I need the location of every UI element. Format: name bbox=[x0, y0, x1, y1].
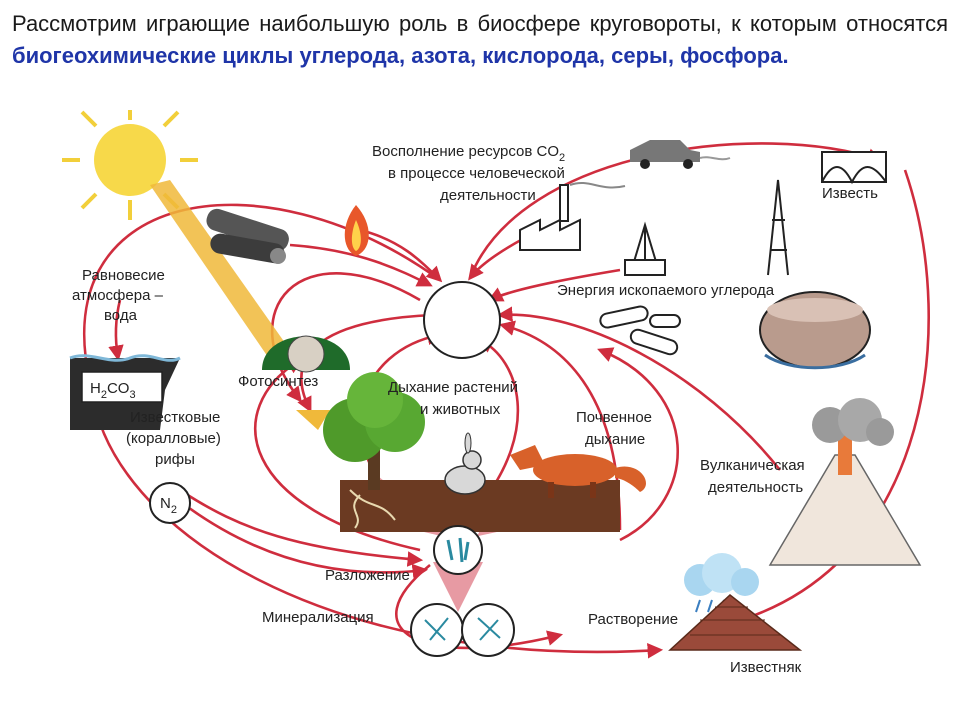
label-replenish-line3: деятельности bbox=[440, 187, 536, 204]
arrow-equilibrium bbox=[108, 299, 124, 362]
forest-mound-icon bbox=[262, 335, 350, 430]
label-equilibrium-line3: вода bbox=[104, 307, 138, 324]
logs-icon bbox=[206, 208, 289, 264]
tree-icon bbox=[323, 372, 425, 490]
arrow-reef bbox=[179, 488, 424, 567]
label-limestone: Известняк bbox=[730, 659, 802, 676]
arrow-outer-right bbox=[696, 169, 930, 636]
label-equilibrium-line2: атмосфера – bbox=[72, 287, 164, 304]
label-equilibrium-line1: Равновесие bbox=[82, 267, 165, 284]
label-respiration-line1: Дыхание растений bbox=[388, 379, 518, 396]
rain-cloud-icon bbox=[684, 553, 759, 613]
label-fossil-energy: Энергия ископаемого углерода bbox=[557, 282, 775, 299]
coal-deposit-icon bbox=[759, 291, 871, 370]
oil-derrick-icon bbox=[767, 179, 789, 276]
label-decomposition: Разложение bbox=[325, 567, 410, 584]
car-icon bbox=[630, 140, 731, 169]
arrow-fossil bbox=[487, 268, 621, 302]
arrow-fire bbox=[359, 228, 443, 283]
intro-text: Рассмотрим играющие наибольшую роль в би… bbox=[12, 8, 948, 72]
arrow-n2 bbox=[184, 503, 429, 580]
mine-tower-icon bbox=[624, 221, 666, 276]
ocean-water-icon bbox=[69, 354, 181, 430]
label-nitrogen: N2 bbox=[160, 495, 177, 516]
intro-plain: Рассмотрим играющие наибольшую роль в би… bbox=[12, 11, 948, 36]
label-photosynthesis: Фотосинтез bbox=[238, 373, 318, 390]
arrow-soil-ring2 bbox=[477, 338, 520, 506]
label-replenish-line1: Восполнение ресурсов CO2 bbox=[372, 143, 565, 164]
label-soil-respiration-line1: Почвенное bbox=[576, 409, 652, 426]
nitrogen-circle bbox=[149, 482, 191, 524]
label-mineralization: Минерализация bbox=[262, 609, 374, 626]
label-dissolution: Растворение bbox=[588, 611, 678, 628]
arrow-logs bbox=[289, 243, 433, 287]
sun-icon bbox=[62, 110, 290, 360]
limestone-icon bbox=[668, 594, 803, 651]
label-replenish-line2: в процессе человеческой bbox=[388, 165, 565, 182]
lime-kiln-icon bbox=[821, 151, 887, 185]
fire-icon bbox=[344, 205, 369, 256]
label-reefs-line3: рифы bbox=[155, 451, 195, 468]
arrow-volcano-in bbox=[496, 306, 782, 471]
decomposers-circle bbox=[433, 525, 483, 575]
atmosphere-co2-pool bbox=[423, 281, 501, 359]
rabbit-icon bbox=[444, 432, 486, 495]
factory-icon bbox=[519, 181, 626, 251]
arrow-outer-top bbox=[468, 142, 883, 279]
label-reefs-line1: Известковые bbox=[130, 409, 220, 426]
label-reefs-line2: (коралловые) bbox=[126, 430, 221, 447]
intro-highlight: биогеохимические циклы углерода, азота, … bbox=[12, 43, 789, 68]
fox-icon bbox=[510, 445, 646, 498]
microorganisms-circles bbox=[410, 603, 515, 657]
pipeline-icon bbox=[599, 305, 681, 356]
carbon-cycle-diagram: Восполнение ресурсов CO2 в процессе чело… bbox=[62, 110, 930, 676]
label-respiration-line2: и животных bbox=[420, 401, 501, 418]
arrow-inner-right bbox=[597, 347, 679, 542]
label-carbonic-acid: H2CO3 bbox=[90, 380, 136, 401]
label-volcanic-line2: деятельность bbox=[708, 479, 803, 496]
label-soil-respiration-line2: дыхание bbox=[585, 431, 645, 448]
volcano-icon bbox=[768, 398, 922, 566]
label-volcanic-line1: Вулканическая bbox=[700, 457, 805, 474]
label-lime: Известь bbox=[822, 185, 878, 202]
